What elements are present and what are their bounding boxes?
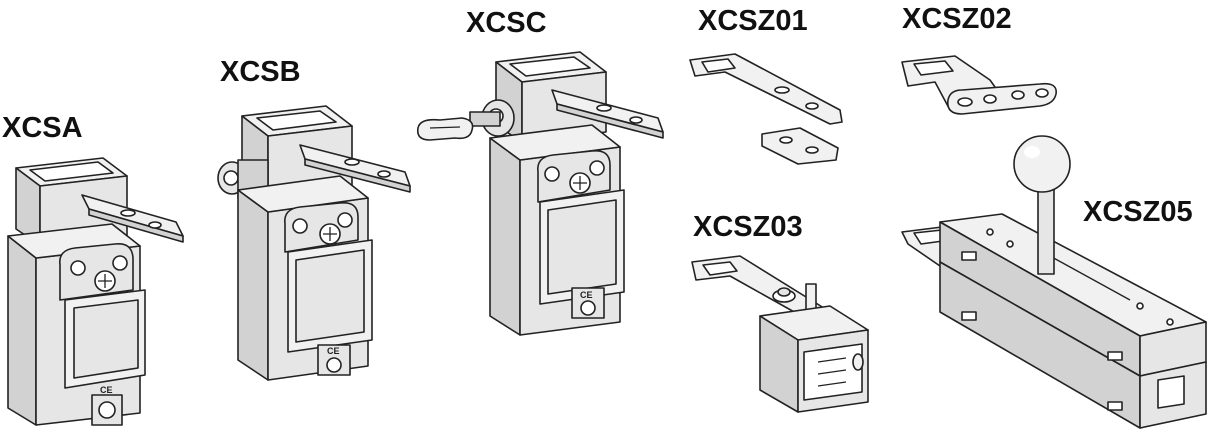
xcsb-ce-mark: CE [327, 346, 340, 356]
xcsz01-label: XCSZ01 [698, 5, 808, 37]
xcsc-ce-mark: CE [580, 290, 593, 300]
xcsz03-label: XCSZ03 [693, 211, 803, 243]
xcsa-label: XCSA [2, 112, 83, 144]
xcsz02-actuator-drawing [901, 55, 1057, 115]
xcsa-switch-drawing: CE [7, 157, 184, 426]
xcsb-label: XCSB [220, 56, 301, 88]
xcsc-switch-drawing: CE [416, 51, 664, 336]
xcsz03-actuator-drawing [691, 255, 869, 413]
xcsz05-label: XCSZ05 [1083, 196, 1193, 228]
xcsz01-actuator-drawing [689, 53, 843, 165]
xcsa-ce-mark: CE [100, 385, 113, 395]
xcsb-switch-drawing: CE [217, 105, 411, 381]
xcsz05-handle-drawing [901, 135, 1207, 429]
xcsz02-label: XCSZ02 [902, 3, 1012, 35]
xcsc-label: XCSC [466, 7, 547, 39]
